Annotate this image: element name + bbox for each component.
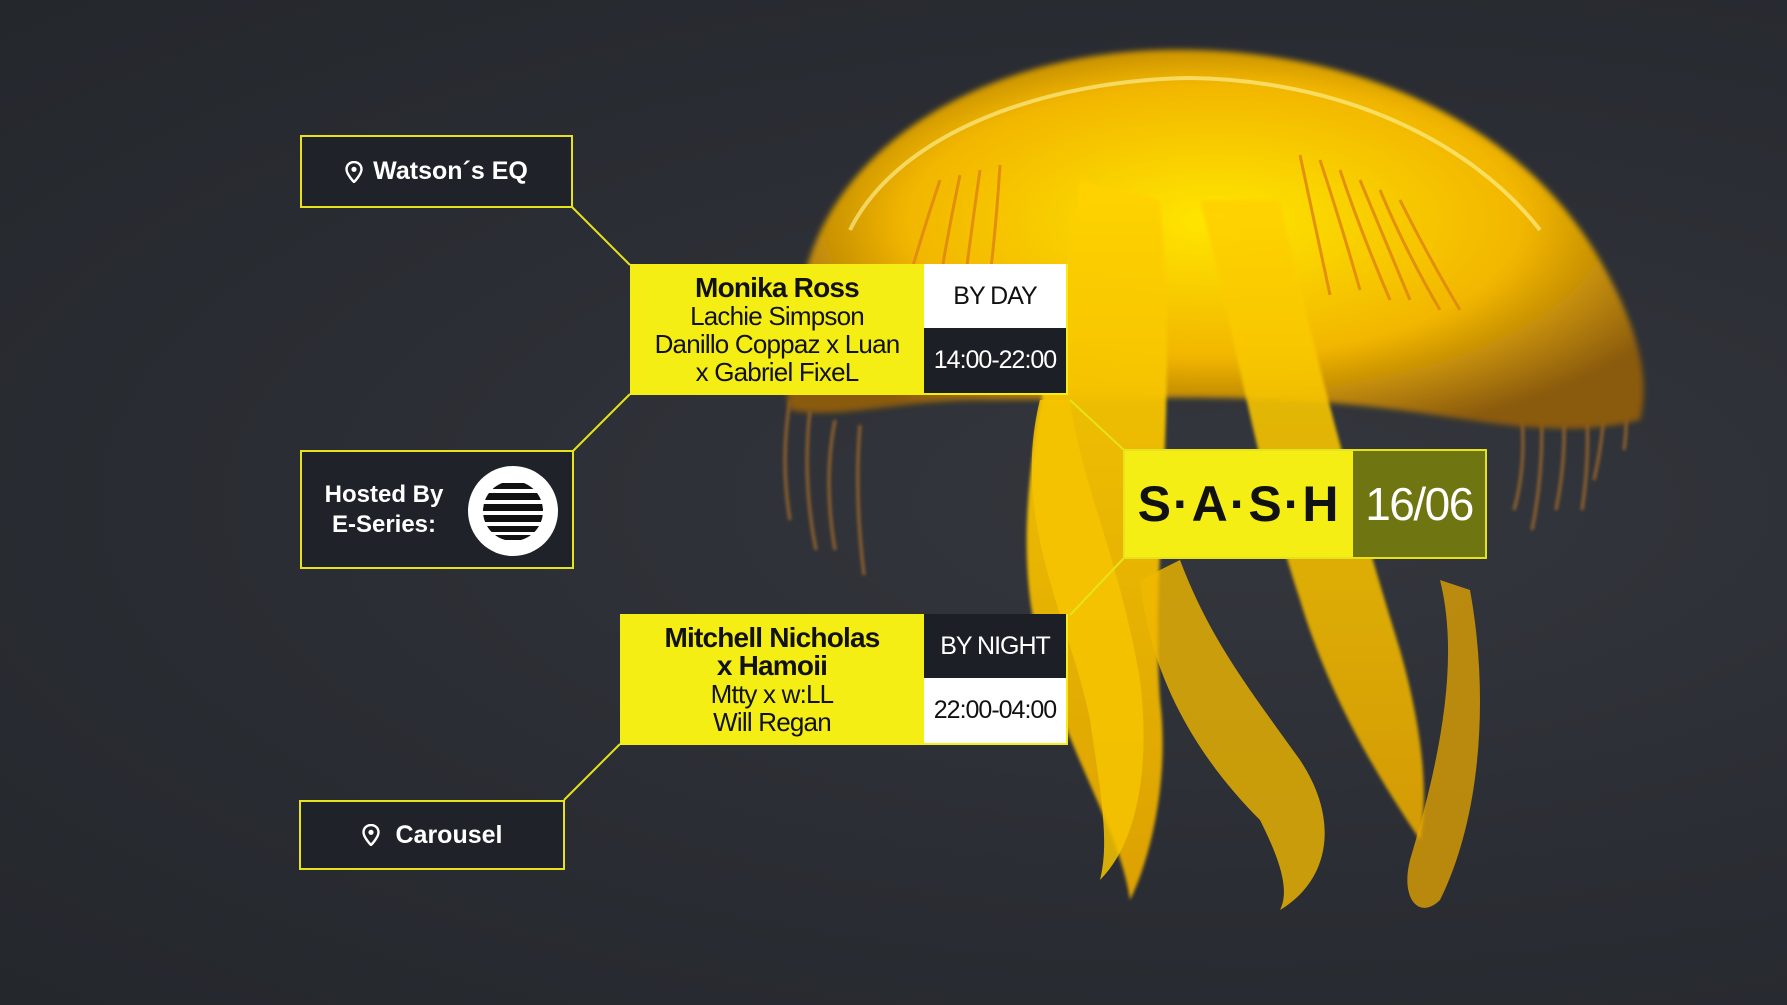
- night-time: 22:00-04:00: [924, 678, 1066, 743]
- day-lineup: Monika Ross Lachie Simpson Danillo Coppa…: [630, 264, 924, 395]
- day-lineup-item: x Gabriel FixeL: [695, 356, 860, 387]
- event-name: S·A·S·H: [1137, 476, 1341, 532]
- day-lineup-item: Danillo Coppaz x Luan: [654, 328, 901, 359]
- striped-circle-icon: [483, 483, 543, 540]
- night-lineup-card: Mitchell Nicholas x Hamoii Mtty x w:LL W…: [620, 614, 1068, 745]
- map-pin-icon: [345, 160, 363, 183]
- host-line-1: Hosted By: [324, 481, 444, 508]
- event-badge: S·A·S·H 16/06: [1123, 449, 1487, 559]
- day-time: 14:00-22:00: [924, 328, 1066, 393]
- day-headliner: Monika Ross: [695, 271, 860, 303]
- night-label: BY NIGHT: [924, 614, 1066, 678]
- host-text: Hosted By E-Series:: [324, 480, 444, 540]
- location-label: Carousel: [395, 820, 503, 849]
- location-label: Watson´s EQ: [373, 157, 528, 185]
- night-lineup-item: Mtty x w:LL: [710, 678, 834, 709]
- host-line-2: E-Series:: [331, 511, 437, 538]
- night-lineup-item: Will Regan: [713, 706, 832, 737]
- location-carousel: Carousel: [299, 800, 565, 870]
- e-series-logo-icon: [468, 466, 558, 556]
- event-date: 16/06: [1353, 451, 1485, 557]
- day-label: BY DAY: [924, 264, 1066, 328]
- night-headliner: x Hamoii: [716, 649, 828, 681]
- night-headliner: Mitchell Nicholas: [664, 621, 880, 653]
- map-pin-icon: [361, 824, 380, 846]
- night-lineup: Mitchell Nicholas x Hamoii Mtty x w:LL W…: [620, 614, 924, 745]
- day-lineup-item: Lachie Simpson: [690, 300, 865, 331]
- location-watsons-eq: Watson´s EQ: [300, 135, 573, 208]
- day-lineup-card: Monika Ross Lachie Simpson Danillo Coppa…: [630, 264, 1068, 395]
- host-card: Hosted By E-Series:: [300, 450, 574, 569]
